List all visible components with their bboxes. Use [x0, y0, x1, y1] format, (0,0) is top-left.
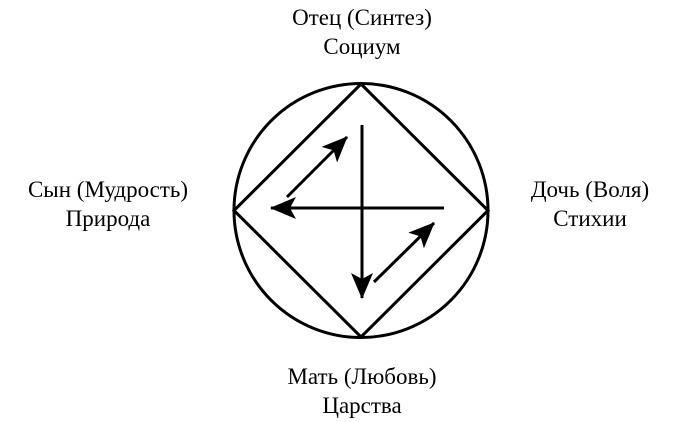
label-daughter-sub: Стихии: [553, 206, 627, 231]
label-mother: Мать (Любовь) Царства: [242, 362, 482, 420]
arrow-up-right-lower: [372, 221, 436, 284]
label-son-title: Сын (Мудрость): [27, 177, 189, 202]
label-father: Отец (Синтез) Социум: [262, 3, 462, 61]
label-daughter: Дочь (Воля) Стихии: [505, 175, 675, 233]
inner-diamond: [231, 81, 491, 340]
label-father-sub: Социум: [323, 34, 401, 59]
arrow-up-right-upper: [285, 135, 349, 199]
label-daughter-title: Дочь (Воля): [530, 177, 650, 202]
label-son: Сын (Мудрость) Природа: [0, 175, 216, 233]
label-mother-title: Мать (Любовь): [287, 364, 437, 389]
label-son-sub: Природа: [65, 206, 151, 231]
label-father-title: Отец (Синтез): [292, 5, 432, 30]
label-mother-sub: Царства: [322, 393, 402, 418]
